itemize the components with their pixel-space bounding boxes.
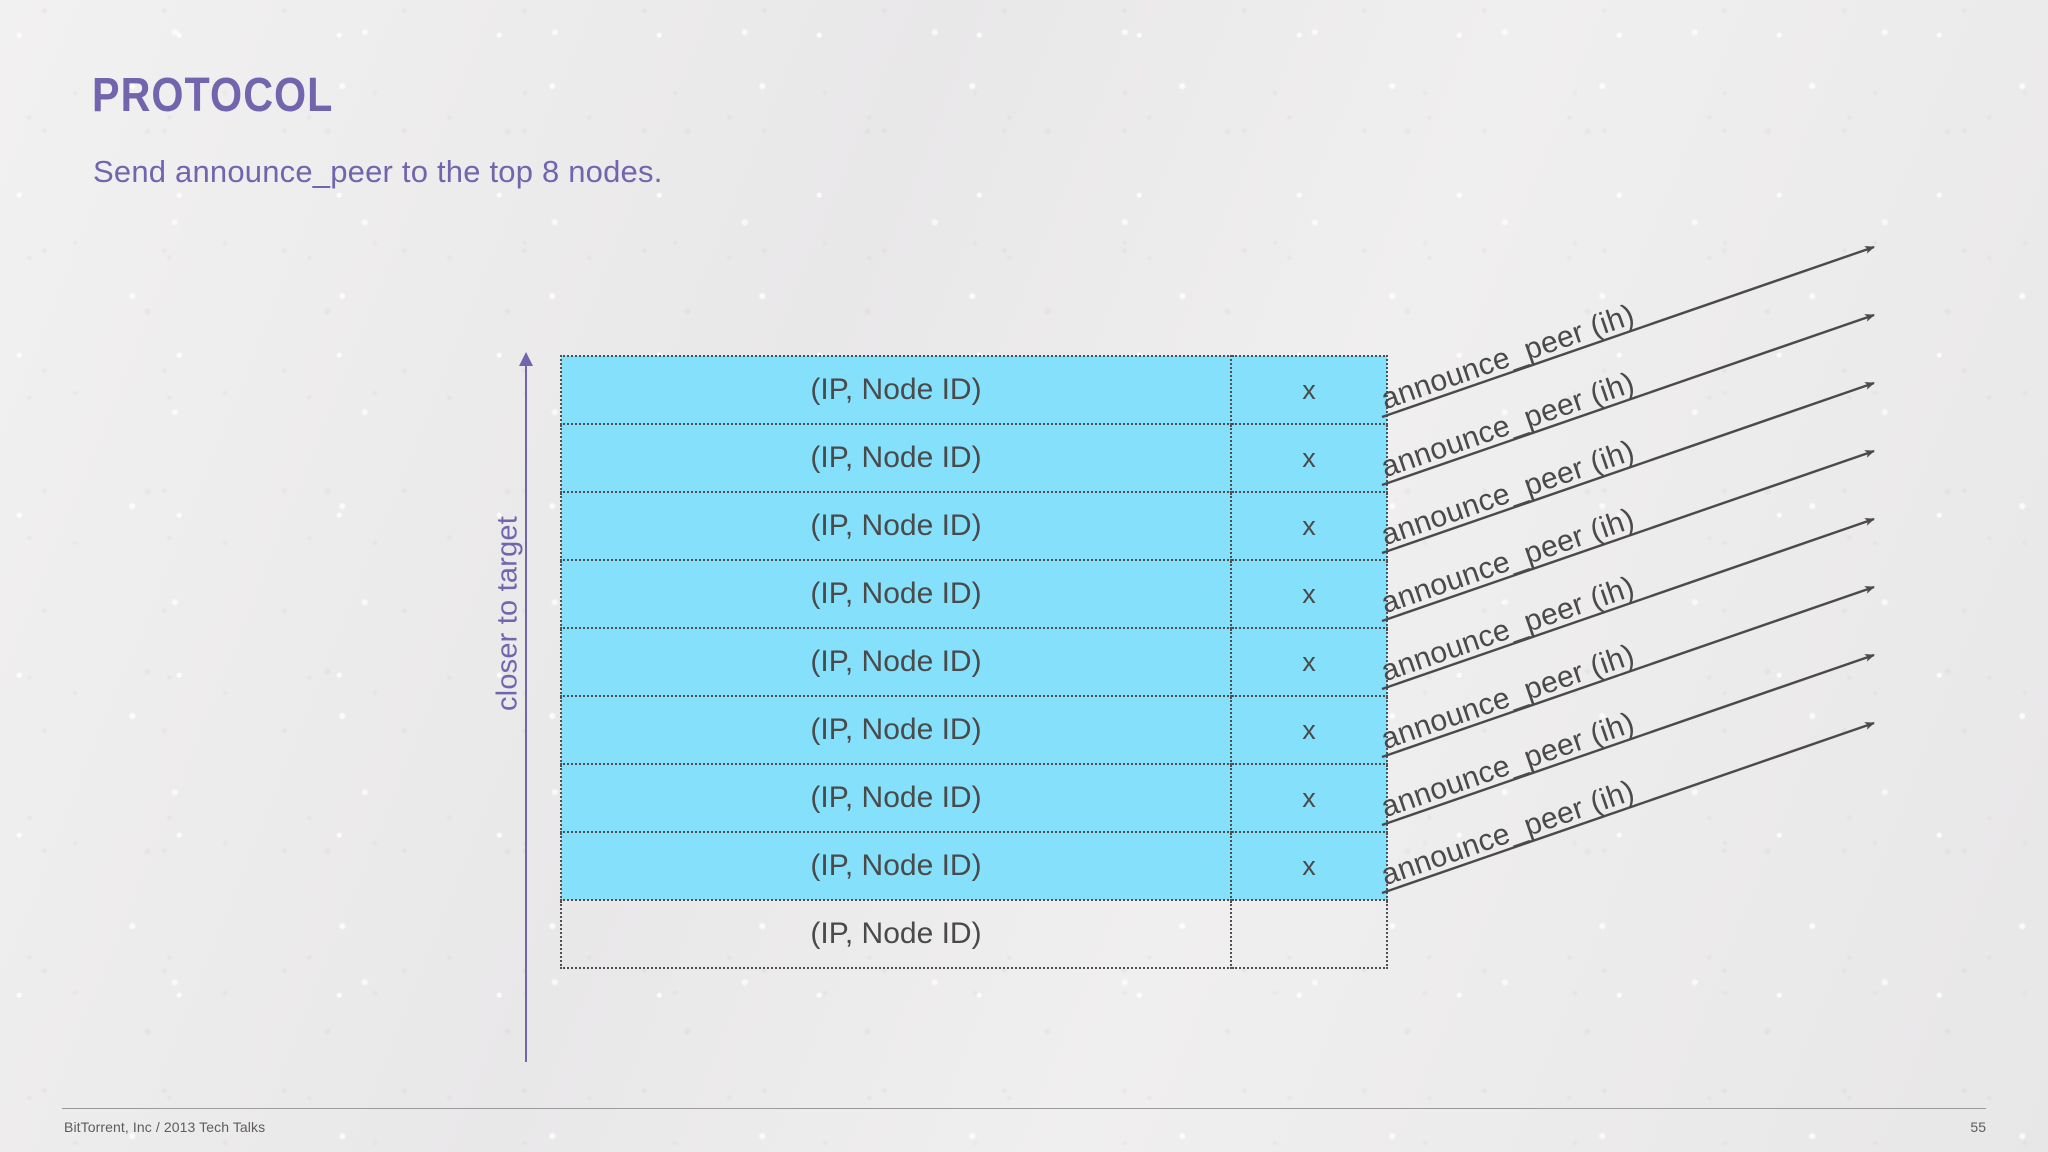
node-cell: (IP, Node ID) — [560, 491, 1232, 561]
closer-to-target-axis: closer to target — [492, 352, 588, 1062]
table-row: (IP, Node ID)x — [560, 763, 1388, 833]
page-subtitle: Send announce_peer to the top 8 nodes. — [93, 154, 663, 189]
axis-arrow-icon — [519, 352, 533, 366]
axis-label: closer to target — [491, 516, 524, 712]
node-cell: (IP, Node ID) — [560, 559, 1232, 629]
node-cell: (IP, Node ID) — [560, 695, 1232, 765]
table-row: (IP, Node ID)x — [560, 491, 1388, 561]
table-row: (IP, Node ID)x — [560, 627, 1388, 697]
axis-line — [525, 364, 527, 1062]
mark-cell — [1230, 899, 1388, 969]
table-row: (IP, Node ID) — [560, 899, 1388, 969]
footer-credit: BitTorrent, Inc / 2013 Tech Talks — [64, 1119, 266, 1135]
mark-cell: x — [1230, 627, 1388, 697]
mark-cell: x — [1230, 763, 1388, 833]
mark-cell: x — [1230, 355, 1388, 425]
table-row: (IP, Node ID)x — [560, 355, 1388, 425]
mark-cell: x — [1230, 831, 1388, 901]
footer-divider — [62, 1108, 1986, 1109]
table-row: (IP, Node ID)x — [560, 559, 1388, 629]
node-cell: (IP, Node ID) — [560, 899, 1232, 969]
mark-cell: x — [1230, 559, 1388, 629]
mark-cell: x — [1230, 423, 1388, 493]
page-title: PROTOCOL — [92, 69, 334, 122]
table-row: (IP, Node ID)x — [560, 695, 1388, 765]
mark-cell: x — [1230, 695, 1388, 765]
node-cell: (IP, Node ID) — [560, 423, 1232, 493]
mark-cell: x — [1230, 491, 1388, 561]
footer-page-number: 55 — [1970, 1119, 1986, 1135]
node-cell: (IP, Node ID) — [560, 831, 1232, 901]
node-cell: (IP, Node ID) — [560, 627, 1232, 697]
table-row: (IP, Node ID)x — [560, 831, 1388, 901]
node-cell: (IP, Node ID) — [560, 763, 1232, 833]
table-row: (IP, Node ID)x — [560, 423, 1388, 493]
node-table: (IP, Node ID)x(IP, Node ID)x(IP, Node ID… — [560, 355, 1388, 969]
node-cell: (IP, Node ID) — [560, 355, 1232, 425]
